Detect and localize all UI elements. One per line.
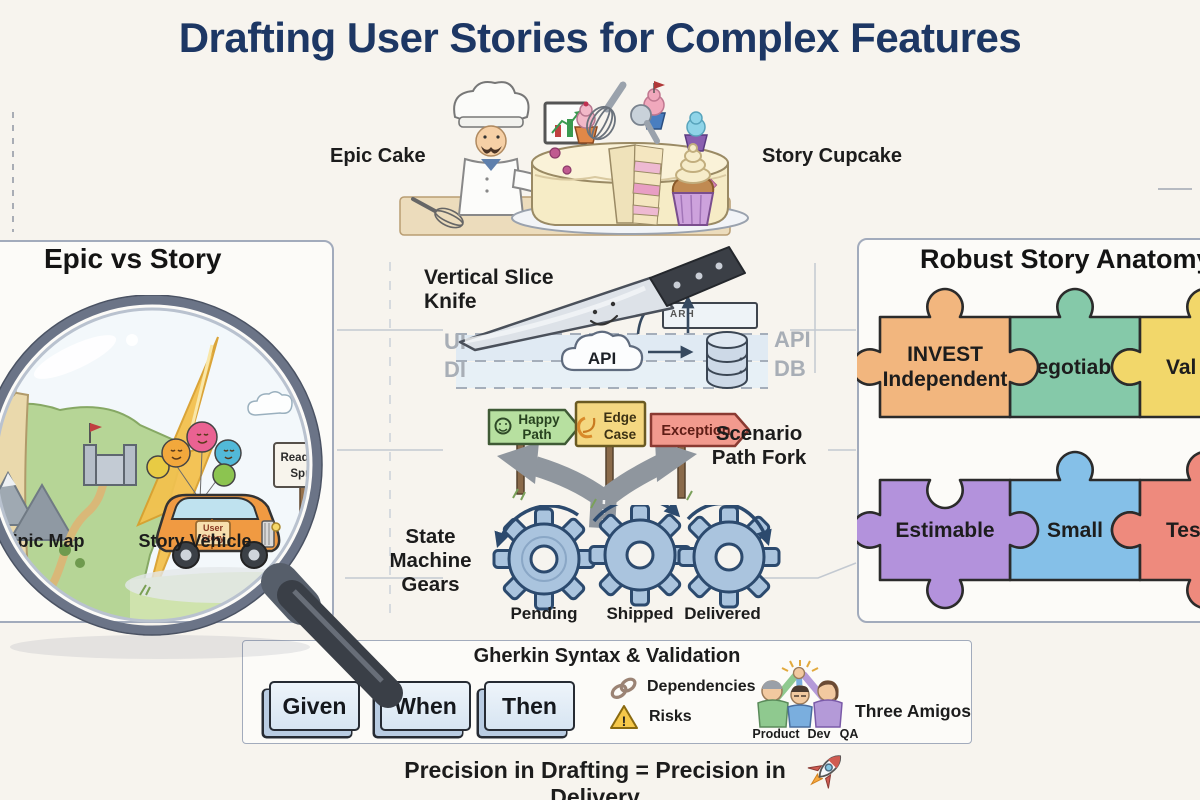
happy-path-sign: Happy Path	[487, 408, 581, 446]
puzzle-piece-independent: INVEST Independent	[857, 287, 1040, 419]
gherkin-title: Gherkin Syntax & Validation	[473, 645, 741, 667]
epic-map-label: Epic Map	[5, 531, 84, 551]
magnifier-ring-icon	[0, 295, 322, 635]
sprint-sign-line2: Sprint	[290, 468, 323, 480]
puzzle-piece-small: Small	[1008, 450, 1142, 582]
role-product-label: Product	[752, 727, 800, 741]
gear-pending-icon	[492, 507, 596, 611]
car-text-line2: Story	[201, 533, 224, 543]
piece-testable-label: Testa	[1166, 519, 1200, 542]
piece-valuable-label: Val	[1166, 356, 1196, 379]
edge-case-line2: Case	[604, 427, 637, 442]
page-title: Drafting User Stories for Complex Featur…	[178, 14, 1022, 61]
risks-label: Risks	[649, 708, 692, 725]
dependencies-label: Dependencies	[647, 678, 756, 695]
footer-tagline: Precision in Drafting = Precision in Del…	[404, 757, 786, 800]
vertical-slice-knife-icon	[458, 246, 746, 352]
state-pending-label: Pending	[510, 604, 578, 623]
sprint-sign-line1: Ready for	[280, 452, 334, 464]
puzzle-piece-negotiable: Negotiable	[1008, 287, 1142, 419]
piece-estimable-label: Estimable	[895, 519, 994, 542]
piece-independent-label: Independent	[883, 368, 1008, 391]
scenario-fork: Happy Path Edge Case Exception	[487, 400, 751, 529]
three-amigos-icon	[757, 660, 843, 728]
layer-db-label: DB	[774, 356, 806, 381]
piece-invest-label: INVEST	[907, 343, 983, 366]
exception-line1: Exception	[661, 423, 730, 439]
edge-case-line1: Edge	[603, 410, 636, 425]
exception-sign: Exception	[649, 412, 751, 448]
happy-path-line1: Happy	[518, 412, 560, 427]
puzzle-piece-estimable: Estimable	[857, 478, 1040, 610]
given-key: Given	[269, 681, 360, 731]
puzzle-piece-testable: Testa	[1110, 451, 1200, 609]
layer-di-label: DI	[444, 357, 466, 382]
chain-link-icon	[610, 677, 637, 699]
edge-case-sign: Edge Case	[574, 400, 647, 448]
epic-cake	[511, 81, 749, 235]
story-anatomy-title: Robust Story Anatomy	[920, 244, 1200, 274]
scoop-icon	[630, 104, 660, 144]
smiley-icon	[494, 417, 512, 435]
role-qa-label: QA	[839, 727, 859, 741]
api-cloud: API	[560, 330, 644, 372]
state-machine-gears	[492, 505, 781, 611]
small-whisk-icon	[411, 197, 464, 229]
happy-path-line2: Path	[522, 427, 551, 442]
epic-vs-story-title: Epic vs Story	[44, 243, 222, 274]
story-vehicle-label: Story Vehicle	[138, 531, 251, 551]
puzzle-piece-valuable: Val	[1110, 288, 1200, 419]
epic-cake-label: Epic Cake	[330, 145, 426, 167]
state-machine-title: State Machine Gears	[389, 525, 472, 597]
magnifier-handle-icon	[277, 580, 403, 708]
state-shipped-label: Shipped	[606, 604, 674, 623]
gear-arrow-left	[494, 505, 580, 548]
api-cloud-label: API	[588, 349, 616, 368]
database-icon	[706, 331, 748, 389]
chef-cake-illustration	[399, 81, 749, 236]
layered-slice	[632, 144, 664, 226]
piece-small-label: Small	[1047, 519, 1103, 542]
chef-hat-icon	[453, 81, 530, 123]
epic-story-magnifier: User Story Ready for Sprint	[0, 295, 403, 708]
gear-shipped-icon	[588, 505, 692, 607]
gear-delivered-icon	[677, 505, 781, 609]
then-key: Then	[484, 681, 575, 731]
role-dev-label: Dev	[807, 727, 831, 741]
castle-icon	[83, 423, 137, 486]
api-field-box: ARH	[662, 302, 758, 329]
rocket-icon	[807, 755, 841, 789]
edge-case-icon	[577, 416, 596, 439]
scenario-fork-title: Scenario Path Fork	[711, 422, 807, 470]
story-cupcake	[671, 143, 715, 226]
cloud-icon	[560, 330, 644, 372]
car-text-line1: User	[203, 523, 224, 533]
gear-arrow-middle	[592, 505, 681, 523]
layer-ui-label: UI	[444, 329, 466, 354]
layer-api-label: API	[774, 327, 811, 352]
gear-arrow-right	[686, 505, 772, 547]
mustache-icon	[481, 146, 502, 154]
warning-icon: !	[610, 705, 638, 729]
sparkle-icon	[781, 660, 819, 672]
gherkin-panel: Gherkin Syntax & Validation Given When T…	[242, 640, 972, 744]
puzzle-pieces: Negotiable INVEST Independent Val Small …	[857, 287, 1200, 610]
cloud-small-icon	[247, 391, 293, 416]
story-cupcake-label: Story Cupcake	[762, 145, 903, 167]
vertical-slice-title: Vertical Slice Knife	[424, 266, 554, 313]
three-amigos-label: Three Amigos	[855, 701, 972, 721]
whisk-icon	[586, 81, 627, 141]
svg-text:!: !	[622, 713, 627, 729]
state-delivered-label: Delivered	[684, 604, 761, 623]
piece-negotiable-label: Negotiable	[1021, 356, 1128, 379]
